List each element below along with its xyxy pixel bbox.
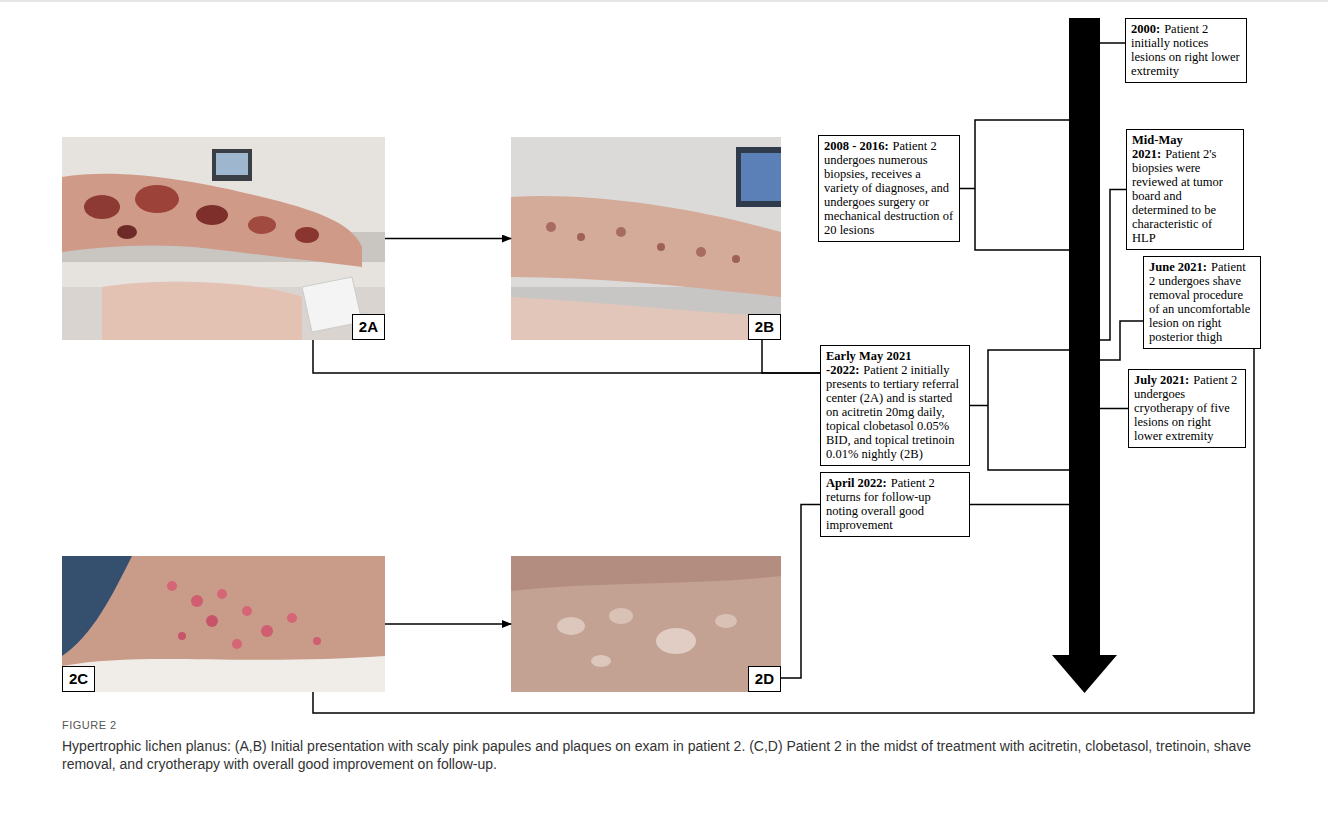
event-date: July 2021: bbox=[1134, 373, 1189, 387]
timeline-tick bbox=[970, 405, 988, 407]
skin bbox=[62, 556, 385, 692]
photo-panel: 2B bbox=[511, 137, 781, 340]
shadow bbox=[511, 556, 781, 591]
timeline-event-box: Early May 2021 -2022:Patient 2 initially… bbox=[820, 345, 970, 466]
lesion bbox=[84, 195, 120, 219]
leg bbox=[62, 174, 362, 267]
lesion bbox=[616, 227, 626, 237]
event-text: Patient 2 initially presents to tertiary… bbox=[826, 363, 959, 461]
panel-label: 2B bbox=[748, 314, 781, 340]
photo-2d bbox=[511, 556, 781, 692]
lesion bbox=[248, 216, 276, 234]
sheet bbox=[62, 656, 385, 692]
timeline-tick bbox=[1100, 42, 1125, 44]
lesion bbox=[657, 243, 665, 251]
timeline-event-box: July 2021:Patient 2 undergoes cryotherap… bbox=[1128, 369, 1246, 448]
lesion bbox=[287, 613, 297, 623]
monitor bbox=[736, 147, 781, 207]
connector bbox=[781, 505, 820, 679]
lesion bbox=[577, 233, 585, 241]
monitor bbox=[212, 149, 252, 181]
healed-patch bbox=[591, 655, 611, 667]
other-leg bbox=[511, 297, 781, 340]
figure-caption: Hypertrophic lichen planus: (A,B) Initia… bbox=[62, 737, 1282, 773]
figure-title: FIGURE 2 bbox=[62, 719, 117, 731]
lesion bbox=[178, 632, 186, 640]
event-date: April 2022: bbox=[826, 476, 887, 490]
event-date: 2000: bbox=[1131, 22, 1160, 36]
leg bbox=[511, 196, 781, 297]
exam-table bbox=[511, 287, 781, 340]
wall bbox=[62, 137, 385, 340]
panel-label: 2A bbox=[352, 314, 385, 340]
timeline-bracket bbox=[988, 350, 1069, 470]
panel-label: 2D bbox=[748, 666, 781, 692]
timeline-tick bbox=[1100, 190, 1126, 341]
lesion bbox=[135, 185, 179, 213]
connector bbox=[313, 349, 1254, 713]
timeline-event-box: June 2021:Patient 2 undergoes shave remo… bbox=[1143, 256, 1261, 349]
healed-patch bbox=[609, 608, 633, 624]
healed-patch bbox=[557, 617, 585, 635]
monitor-screen bbox=[216, 153, 248, 175]
lesion bbox=[117, 225, 137, 239]
healed-patch bbox=[715, 614, 737, 628]
other-leg bbox=[102, 282, 302, 340]
lesion bbox=[732, 255, 740, 263]
lesion bbox=[206, 615, 218, 627]
timeline-tick bbox=[960, 188, 975, 190]
connector bbox=[385, 238, 511, 240]
photo-panel: 2A bbox=[62, 137, 385, 340]
healed-patch bbox=[656, 628, 696, 654]
wall bbox=[511, 137, 781, 340]
lesion bbox=[191, 595, 203, 607]
lesion bbox=[196, 205, 228, 225]
lesion bbox=[261, 625, 273, 637]
connector bbox=[762, 340, 820, 373]
event-text: Patient 2's biopsies were reviewed at tu… bbox=[1132, 147, 1223, 245]
timeline-event-box: Mid-May 2021:Patient 2's biopsies were r… bbox=[1126, 129, 1244, 250]
lesion bbox=[167, 581, 177, 591]
lesion bbox=[232, 639, 242, 649]
panel-label: 2C bbox=[62, 666, 95, 692]
timeline-shaft bbox=[1069, 18, 1100, 658]
top-rule bbox=[0, 1, 1328, 2]
timeline-tick bbox=[1100, 321, 1143, 360]
timeline-tick bbox=[1100, 408, 1128, 410]
lesion bbox=[217, 589, 227, 599]
photo-2a bbox=[62, 137, 385, 340]
timeline-arrowhead bbox=[1052, 655, 1117, 693]
lesion bbox=[242, 606, 252, 616]
lesion bbox=[313, 637, 321, 645]
lesion bbox=[696, 247, 706, 257]
skin bbox=[511, 556, 781, 692]
event-date: June 2021: bbox=[1149, 260, 1207, 274]
event-date: 2008 - 2016: bbox=[824, 139, 889, 153]
monitor-screen bbox=[741, 153, 781, 201]
timeline-event-box: 2000:Patient 2 initially notices lesions… bbox=[1125, 18, 1247, 83]
timeline-bracket bbox=[975, 120, 1069, 250]
photo-2b bbox=[511, 137, 781, 340]
timeline-event-box: April 2022:Patient 2 returns for follow-… bbox=[820, 472, 970, 537]
lesion bbox=[546, 222, 556, 232]
photo-2c bbox=[62, 556, 385, 692]
photo-panel: 2D bbox=[511, 556, 781, 692]
connector bbox=[385, 623, 511, 625]
event-text: Patient 2 undergoes numerous biopsies, r… bbox=[824, 139, 953, 237]
timeline-event-box: 2008 - 2016:Patient 2 undergoes numerous… bbox=[818, 135, 960, 242]
lesion bbox=[295, 227, 319, 243]
timeline-tick bbox=[970, 504, 1069, 506]
cloth bbox=[62, 556, 132, 656]
connector bbox=[313, 340, 820, 373]
photo-panel: 2C bbox=[62, 556, 385, 692]
